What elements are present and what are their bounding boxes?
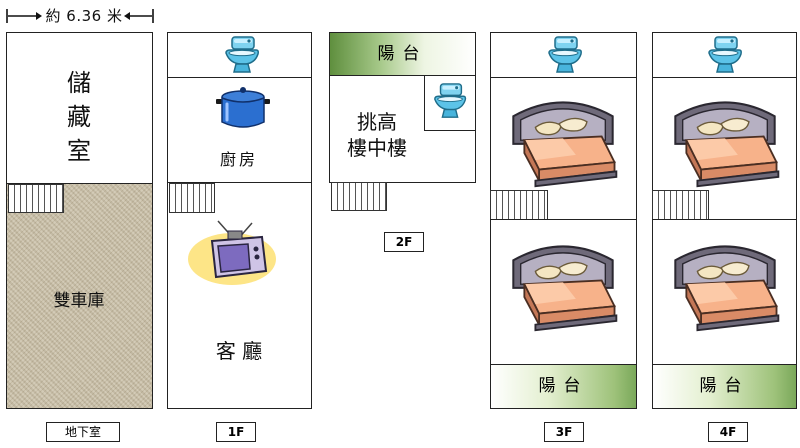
toilet-icon [705, 35, 745, 75]
pot-icon [216, 87, 270, 128]
bed-icon [669, 240, 781, 332]
floor4-balcony: 陽台 [652, 364, 797, 409]
floor3-bedroom-2 [490, 219, 637, 365]
basement-floor-tag: 地下室 [46, 422, 120, 442]
storage-label-char-1: 儲 [67, 69, 91, 97]
garage-label: 雙車庫 [53, 291, 105, 311]
floor4-balcony-label: 陽台 [699, 376, 750, 396]
loft-label-line2: 樓中樓 [347, 136, 407, 160]
floor2-bathroom [424, 75, 476, 131]
floor4-stairs-icon [652, 190, 709, 220]
floor3-stairs-icon [490, 190, 548, 220]
dimension-arrow-icon [6, 9, 154, 23]
floor1-living-room: 客 廳 [167, 182, 312, 409]
storage-label-char-2: 藏 [67, 103, 91, 131]
loft-label-line1: 挑高 [357, 110, 397, 134]
floor2-balcony: 陽台 [329, 32, 476, 76]
tv-icon [188, 220, 276, 285]
floor2-balcony-label: 陽台 [377, 44, 428, 64]
dimension-indicator: 約 6.36 米 [6, 6, 154, 26]
toilet-icon [545, 35, 585, 75]
storage-label-char-3: 室 [67, 137, 91, 165]
bed-icon [507, 96, 619, 188]
kitchen-label: 廚房 [219, 150, 258, 169]
floor1-kitchen: 廚房 [167, 77, 312, 183]
basement-storage-room: 儲 藏 室 [6, 32, 153, 184]
floor3-bathroom [490, 32, 637, 78]
floor3-balcony-label: 陽台 [538, 376, 589, 396]
bed-icon [507, 240, 619, 332]
bed-icon [669, 96, 781, 188]
basement-garage: 雙車庫 [6, 183, 153, 409]
toilet-icon [222, 35, 262, 75]
floor1-floor-tag: 1F [216, 422, 256, 442]
toilet-icon [431, 82, 469, 120]
floor2-floor-tag: 2F [384, 232, 424, 252]
floor2-stairs-icon [331, 182, 387, 211]
dimension-label: 約 6.36 米 [45, 7, 123, 25]
floor1-bathroom [167, 32, 312, 78]
floor4-floor-tag: 4F [708, 422, 748, 442]
floor3-balcony: 陽台 [490, 364, 637, 409]
basement-stairs-icon [8, 184, 64, 213]
floor3-floor-tag: 3F [544, 422, 584, 442]
floor1-stairs-icon [169, 183, 215, 213]
floor4-bedroom-2 [652, 219, 797, 365]
floor4-bathroom [652, 32, 797, 78]
living-room-label: 客 廳 [215, 339, 263, 363]
